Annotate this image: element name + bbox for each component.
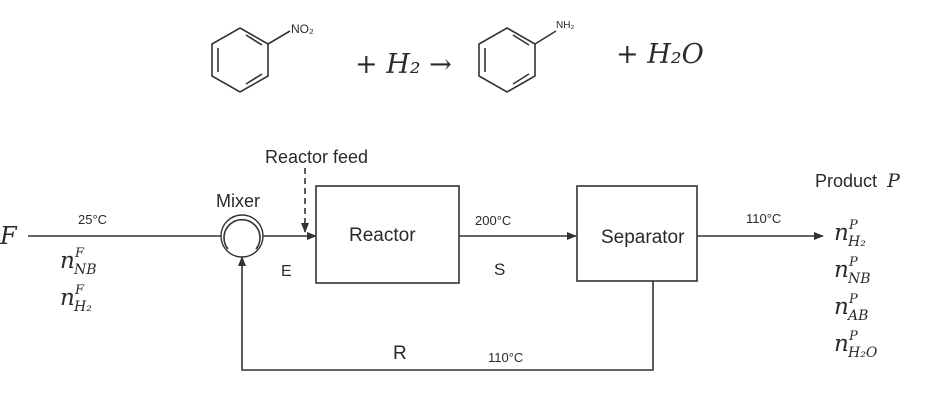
feed-flow-variable-superscript: F — [74, 283, 85, 298]
product-flow-variable-superscript: P — [848, 255, 858, 270]
recycle-line — [238, 256, 654, 371]
amine-group-label: NH₂ — [556, 20, 574, 31]
feed-flow-variable-subscript: H₂ — [73, 299, 92, 315]
reactor-outlet-temperature: 200°C — [475, 213, 511, 228]
nitrobenzene-structure: NO₂ — [211, 22, 314, 93]
feed-flow-variable-superscript: F — [74, 246, 85, 261]
feed-flow-variable-base: n — [60, 285, 75, 311]
product-symbol: P — [886, 170, 901, 192]
product-flow-variable-base: n — [834, 220, 849, 246]
stream-e-label: E — [281, 263, 292, 280]
feed-label: F — [0, 222, 18, 250]
product-flow-variable-base: n — [834, 331, 849, 357]
reaction-plus-hydrogen: + H₂ → — [355, 49, 452, 80]
separator-label: Separator — [601, 227, 685, 248]
product-flow-variable-superscript: P — [848, 292, 858, 307]
reaction-plus-water: + H₂O — [616, 39, 704, 70]
separator-outlet-temperature: 110°C — [746, 211, 781, 226]
product-flow-variable-superscript: P — [848, 329, 858, 344]
mixer-label: Mixer — [216, 191, 260, 211]
separator-box — [576, 185, 698, 282]
recycle-temperature: 110°C — [488, 350, 523, 365]
product-flow-variable-superscript: P — [848, 218, 858, 233]
reactor-label: Reactor — [349, 225, 416, 246]
feed-flow-variable-base: n — [60, 248, 75, 274]
reactor-box — [315, 185, 460, 284]
product-label-text: Product — [815, 171, 877, 191]
stream-s-label: S — [494, 260, 505, 279]
nitro-group-label: NO₂ — [291, 22, 314, 36]
product-flow-variable-subscript: AB — [846, 308, 868, 324]
product-label: Product P — [815, 170, 901, 192]
product-flow-variable-base: n — [834, 294, 849, 320]
product-flow-variable-subscript: H₂ — [847, 234, 866, 250]
feed-temperature: 25°C — [78, 212, 107, 227]
aniline-structure: NH₂ — [478, 20, 574, 93]
mixer-symbol — [220, 214, 264, 258]
feed-flow-variable-subscript: NB — [73, 262, 97, 278]
product-flow-variable-base: n — [834, 257, 849, 283]
stream-r-label: R — [393, 343, 407, 364]
product-flow-variable-subscript: H₂O — [847, 345, 878, 361]
product-flow-variable-subscript: NB — [847, 271, 871, 287]
reactor-feed-label: Reactor feed — [265, 147, 368, 167]
